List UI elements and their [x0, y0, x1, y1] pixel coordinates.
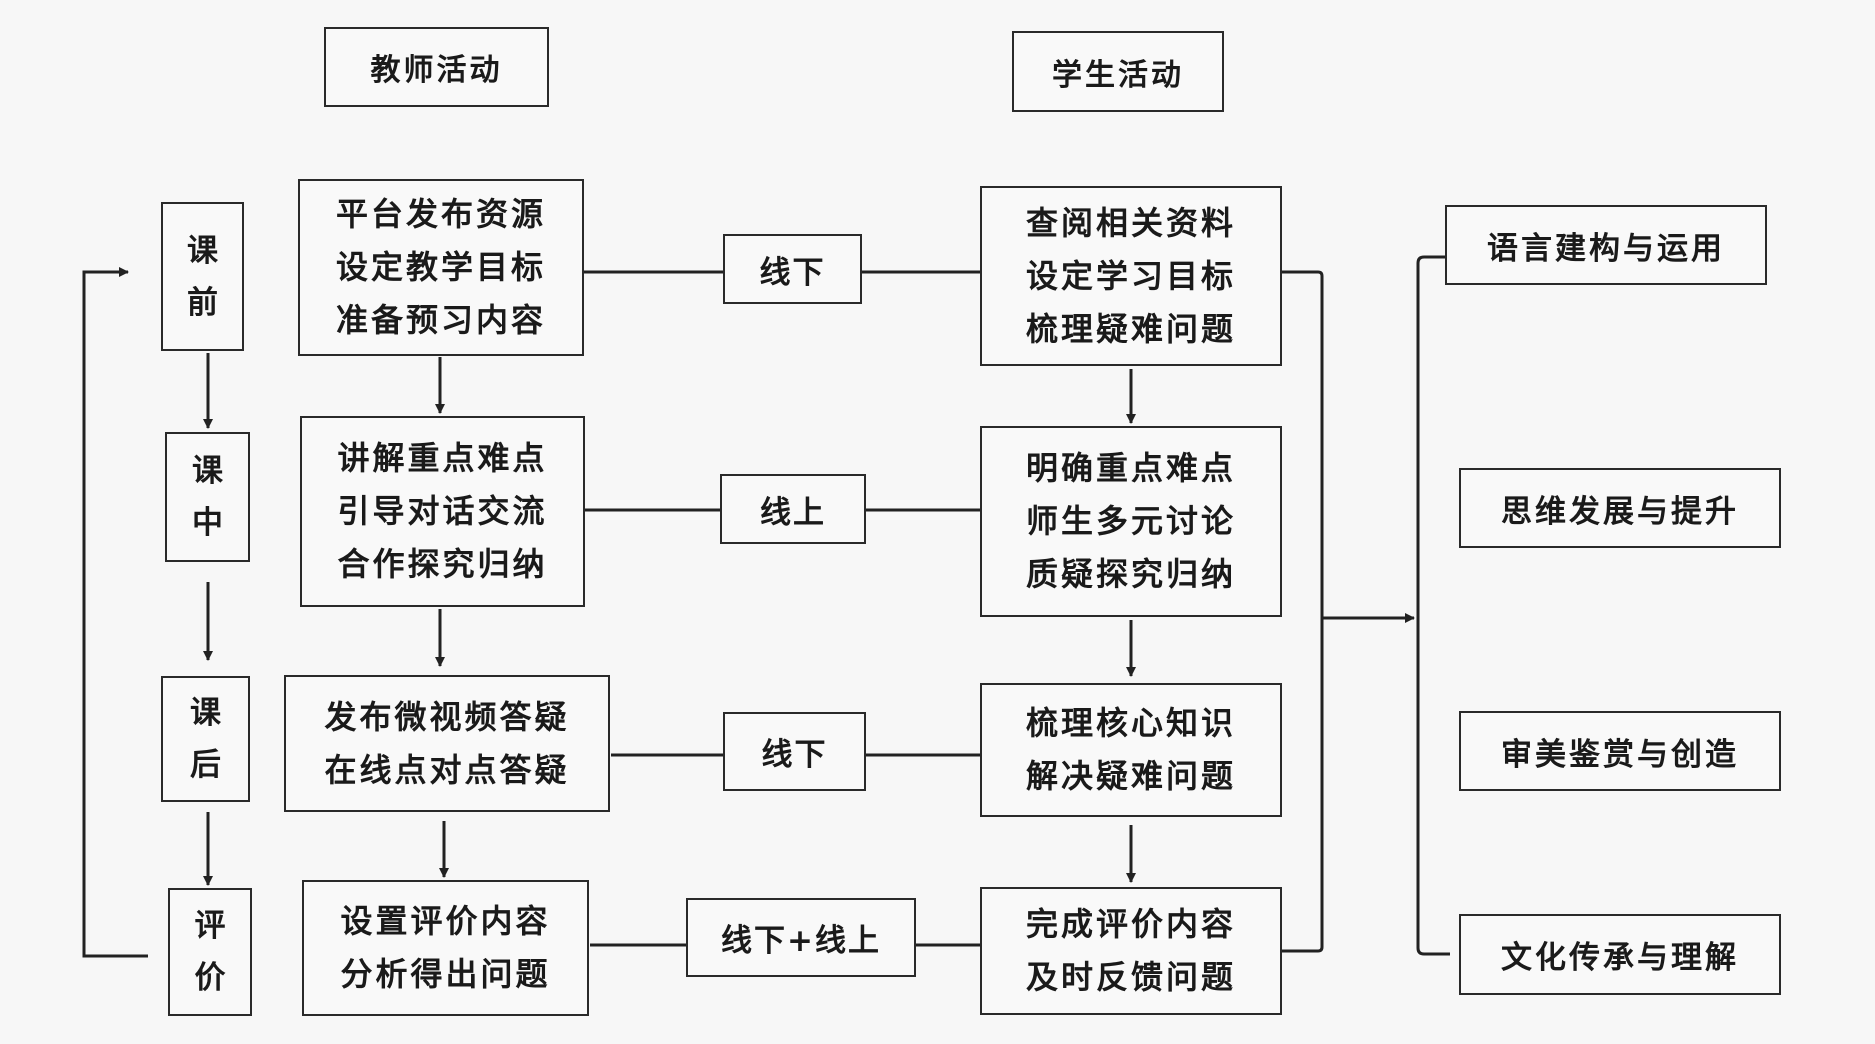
teacher-box-before-class: 平台发布资源 设定教学目标 准备预习内容 [298, 179, 584, 356]
student-line: 及时反馈问题 [1025, 958, 1236, 996]
teacher-line: 合作探究归纳 [337, 545, 548, 583]
outcome-label: 审美鉴赏与创造 [1501, 736, 1739, 773]
student-activity-header: 学生活动 [1012, 31, 1224, 112]
outcome-label: 思维发展与提升 [1501, 493, 1739, 530]
student-line: 完成评价内容 [1025, 905, 1236, 943]
student-box-evaluation: 完成评价内容 及时反馈问题 [980, 887, 1282, 1015]
outcome-thinking: 思维发展与提升 [1459, 468, 1781, 548]
student-line: 梳理疑难问题 [1025, 309, 1236, 348]
mode-label: 线下+线上 [721, 923, 881, 959]
teacher-line: 设定教学目标 [335, 248, 546, 286]
mode-label: 线下 [761, 737, 828, 773]
stage-char: 价 [194, 960, 226, 996]
teacher-line: 平台发布资源 [335, 195, 546, 233]
stage-char: 前 [187, 284, 218, 321]
outcome-bracket [1416, 255, 1450, 956]
stage-char: 评 [194, 908, 226, 944]
stage-in-class: 课 中 [165, 432, 250, 562]
student-line: 梳理核心知识 [1025, 704, 1236, 742]
stage-char: 课 [187, 232, 218, 269]
mode-box-row2: 线上 [720, 474, 866, 544]
stage-char: 中 [192, 505, 223, 541]
teacher-line: 设置评价内容 [340, 902, 551, 940]
stage-before-class: 课 前 [161, 202, 244, 351]
student-bracket [1282, 270, 1324, 953]
stage-evaluation: 评 价 [168, 888, 252, 1016]
stage-char: 后 [190, 747, 221, 783]
student-line: 查阅相关资料 [1025, 203, 1236, 242]
student-line: 设定学习目标 [1025, 256, 1236, 295]
outcome-label: 文化传承与理解 [1501, 940, 1739, 976]
teacher-box-evaluation: 设置评价内容 分析得出问题 [302, 880, 589, 1016]
outcome-label: 语言建构与运用 [1487, 230, 1725, 267]
teacher-line: 发布微视频答疑 [324, 697, 570, 736]
student-box-in-class: 明确重点难点 师生多元讨论 质疑探究归纳 [980, 426, 1282, 617]
mode-label: 线下 [759, 254, 826, 291]
feedback-loop-arrow [82, 267, 148, 958]
student-box-before-class: 查阅相关资料 设定学习目标 梳理疑难问题 [980, 186, 1282, 366]
teacher-line: 讲解重点难点 [337, 439, 548, 477]
stage-char: 课 [190, 695, 221, 731]
student-line: 明确重点难点 [1025, 449, 1236, 487]
mode-box-row3: 线下 [723, 712, 866, 791]
outcome-culture: 文化传承与理解 [1459, 914, 1781, 995]
teacher-line: 引导对话交流 [337, 492, 548, 530]
teacher-line: 准备预习内容 [335, 301, 546, 339]
student-box-after-class: 梳理核心知识 解决疑难问题 [980, 683, 1282, 817]
mode-label: 线上 [760, 494, 826, 531]
mode-box-row1: 线下 [723, 234, 862, 304]
teacher-line: 在线点对点答疑 [324, 750, 570, 789]
stage-char: 课 [192, 453, 223, 489]
teacher-activity-header-text: 教师活动 [370, 53, 503, 88]
student-line: 师生多元讨论 [1025, 502, 1236, 540]
teacher-line: 分析得出问题 [340, 955, 551, 993]
mode-box-row4: 线下+线上 [686, 898, 916, 977]
student-line: 质疑探究归纳 [1025, 555, 1236, 593]
outcome-language: 语言建构与运用 [1445, 205, 1767, 285]
student-line: 解决疑难问题 [1025, 757, 1236, 795]
teacher-box-in-class: 讲解重点难点 引导对话交流 合作探究归纳 [300, 416, 585, 607]
teacher-activity-header: 教师活动 [324, 27, 549, 107]
teacher-box-after-class: 发布微视频答疑 在线点对点答疑 [284, 675, 610, 812]
stage-after-class: 课 后 [161, 676, 250, 802]
outcome-aesthetics: 审美鉴赏与创造 [1459, 711, 1781, 791]
student-activity-header-text: 学生活动 [1052, 57, 1184, 93]
